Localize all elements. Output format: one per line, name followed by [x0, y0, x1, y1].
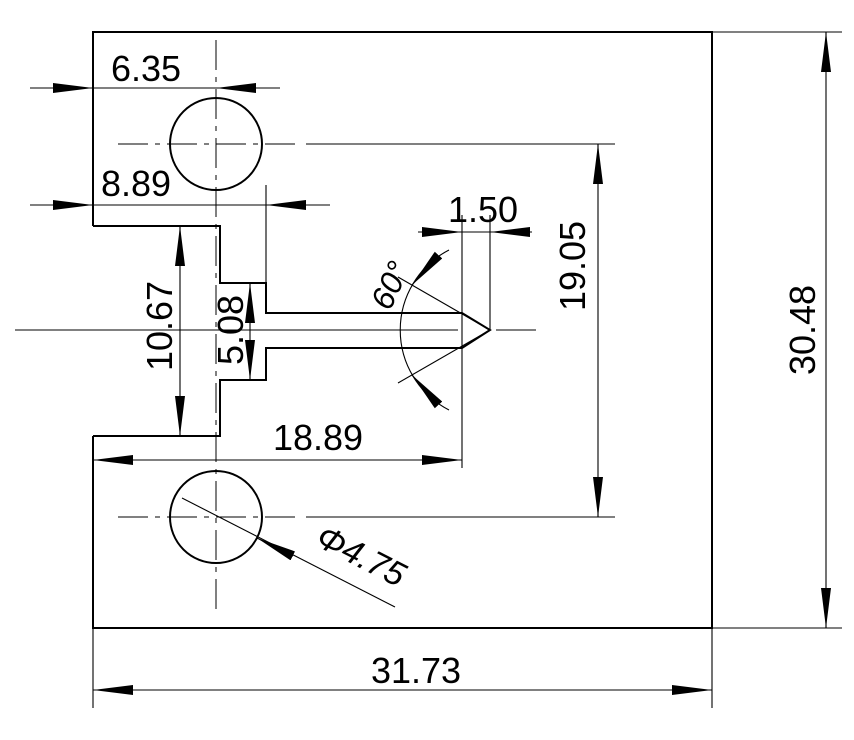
dim-tip-offset-label: 1.50 [448, 189, 518, 230]
dim-overall-height-label: 30.48 [782, 285, 823, 375]
dim-overall-width-label: 31.73 [371, 650, 461, 691]
hole-diameter-label: Φ4.75 [310, 518, 412, 595]
angle-arrow-upper [411, 251, 443, 286]
hole-diameter-arrow [256, 537, 296, 561]
dim-inner-slot-width-label: 5.08 [210, 295, 251, 365]
dim-outer-slot-width-label: 10.67 [139, 281, 180, 371]
specimen-outline [92, 31, 713, 629]
dim-notch-length-label: 18.89 [273, 417, 363, 458]
angle-label: 60° [363, 256, 416, 315]
dim-step-offset-label: 8.89 [101, 163, 171, 204]
dim-hole-edge-offset-label: 6.35 [111, 48, 181, 89]
angle-extension-upper [397, 276, 491, 331]
angle-extension-lower [397, 329, 491, 384]
dim-hole-spacing-label: 19.05 [552, 221, 593, 311]
angle-arrow-lower [411, 374, 443, 409]
